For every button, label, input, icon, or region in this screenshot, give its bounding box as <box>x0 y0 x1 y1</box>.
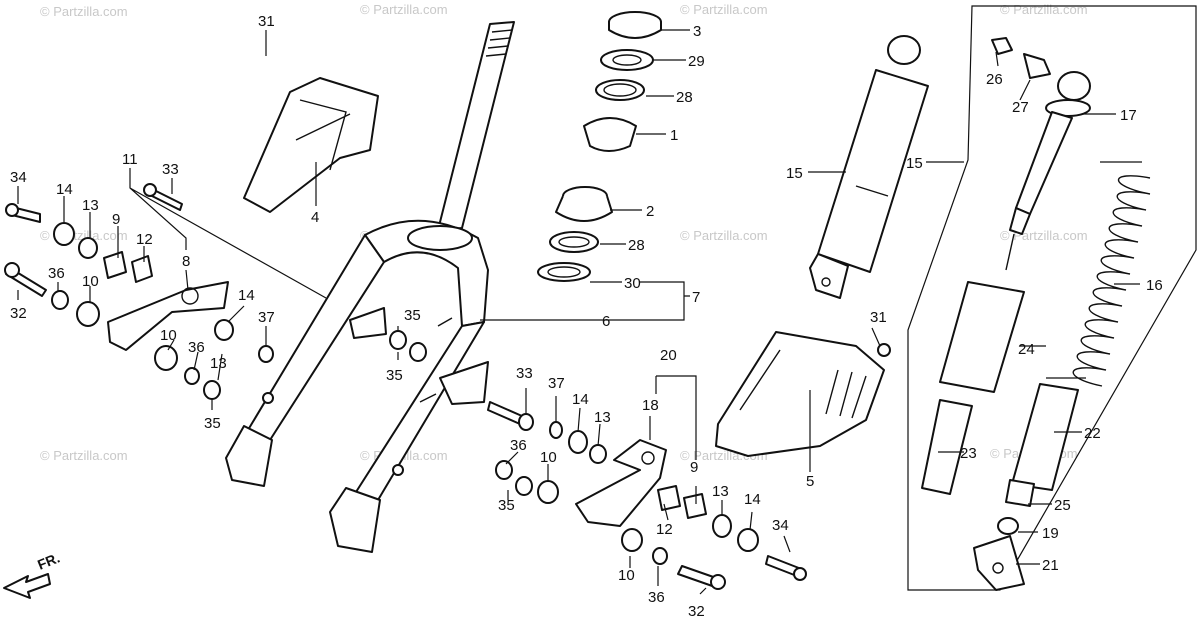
callout-13: 13 <box>82 197 99 214</box>
callout-26: 26 <box>986 71 1003 88</box>
callout-18: 18 <box>642 397 659 414</box>
callout-9: 9 <box>690 459 698 476</box>
callout-14: 14 <box>238 287 255 304</box>
callout-36: 36 <box>48 265 65 282</box>
callout-34: 34 <box>772 517 789 534</box>
callout-1: 1 <box>670 127 678 144</box>
leader-lines <box>17 29 1140 595</box>
callout-10: 10 <box>618 567 635 584</box>
callout-35: 35 <box>386 367 403 384</box>
callout-37: 37 <box>258 309 275 326</box>
callout-22: 22 <box>1084 425 1101 442</box>
callout-16: 16 <box>1146 277 1163 294</box>
callout-19: 19 <box>1042 525 1059 542</box>
watermark: © Partzilla.com <box>680 228 768 243</box>
callout-12: 12 <box>136 231 153 248</box>
callout-30: 30 <box>624 275 641 292</box>
callout-35: 35 <box>498 497 515 514</box>
callout-28: 28 <box>628 237 645 254</box>
callout-15: 15 <box>906 155 923 172</box>
callout-13: 13 <box>210 355 227 372</box>
callout-7: 7 <box>692 289 700 306</box>
callout-37: 37 <box>548 375 565 392</box>
callout-33: 33 <box>162 161 179 178</box>
shock-components <box>921 37 1151 591</box>
callout-numbers: 31 3 29 28 1 2 28 30 7 6 4 11 33 34 14 1… <box>10 13 1163 620</box>
callout-9: 9 <box>112 211 120 228</box>
callout-10: 10 <box>540 449 557 466</box>
callout-28: 28 <box>676 89 693 106</box>
callout-4: 4 <box>311 209 319 226</box>
watermark: © Partzilla.com <box>40 448 128 463</box>
callout-17: 17 <box>1120 107 1137 124</box>
callout-2: 2 <box>646 203 654 220</box>
callout-6: 6 <box>602 313 610 330</box>
front-direction-arrow: FR. <box>3 549 62 599</box>
callout-8: 8 <box>182 253 190 270</box>
callout-24: 24 <box>1018 341 1035 358</box>
callout-10: 10 <box>82 273 99 290</box>
watermark: © Partzilla.com <box>680 2 768 17</box>
shock-absorber <box>809 35 929 299</box>
callout-13: 13 <box>594 409 611 426</box>
callout-32: 32 <box>688 603 705 620</box>
callout-20: 20 <box>660 347 677 364</box>
fork-fasteners <box>389 317 453 403</box>
callout-29: 29 <box>688 53 705 70</box>
callout-15: 15 <box>786 165 803 182</box>
watermark: © Partzilla.com <box>40 4 128 19</box>
callout-14: 14 <box>744 491 761 508</box>
left-link-assembly <box>4 183 274 400</box>
callout-23: 23 <box>960 445 977 462</box>
callout-36: 36 <box>188 339 205 356</box>
front-fork <box>225 21 515 553</box>
callout-32: 32 <box>10 305 27 322</box>
callout-31: 31 <box>258 13 275 30</box>
direction-label: FR. <box>35 549 62 572</box>
watermark: © Partzilla.com <box>1000 2 1088 17</box>
callout-21: 21 <box>1042 557 1059 574</box>
callout-35: 35 <box>404 307 421 324</box>
shock-cover <box>715 331 891 457</box>
callout-14: 14 <box>572 391 589 408</box>
callout-12: 12 <box>656 521 673 538</box>
fork-cover <box>243 77 379 213</box>
callout-13: 13 <box>712 483 729 500</box>
callout-35: 35 <box>204 415 221 432</box>
callout-14: 14 <box>56 181 73 198</box>
callout-25: 25 <box>1054 497 1071 514</box>
callout-36: 36 <box>510 437 527 454</box>
steering-head-parts <box>537 11 662 282</box>
callout-10: 10 <box>160 327 177 344</box>
callout-34: 34 <box>10 169 27 186</box>
callout-11: 11 <box>122 151 138 168</box>
callout-33: 33 <box>516 365 533 382</box>
watermark: © Partzilla.com <box>360 2 448 17</box>
callout-31: 31 <box>870 309 887 326</box>
shock-exploded-bracket <box>907 5 1197 591</box>
callout-27: 27 <box>1012 99 1029 116</box>
callout-5: 5 <box>806 473 814 490</box>
callout-36: 36 <box>648 589 665 606</box>
callout-3: 3 <box>693 23 701 40</box>
